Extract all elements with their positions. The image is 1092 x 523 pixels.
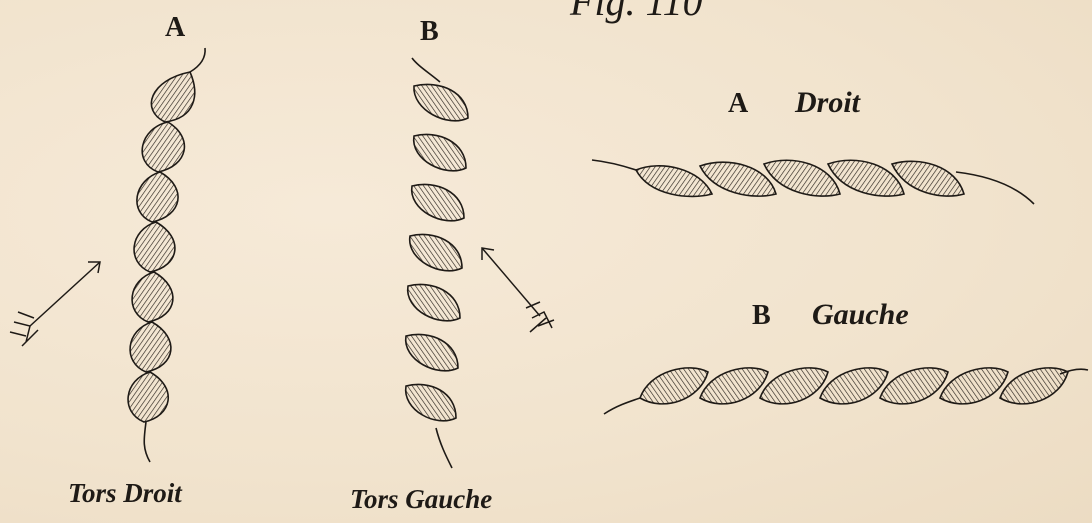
rope-b-horizontal xyxy=(604,368,1088,414)
horizontal-rope-b-letter: B xyxy=(752,302,771,330)
rope-b-vertical xyxy=(406,58,468,468)
arrow-a xyxy=(10,262,100,346)
horizontal-rope-a-letter: A xyxy=(728,90,748,118)
figure-number: Fig. 110 xyxy=(570,0,703,22)
caption-tors-droit: Tors Droit xyxy=(68,480,182,507)
vertical-rope-a-letter: A xyxy=(165,14,185,42)
arrow-b xyxy=(482,248,554,332)
caption-tors-gauche: Tors Gauche xyxy=(350,486,492,513)
horizontal-rope-a-label: Droit xyxy=(795,88,860,118)
rope-a-vertical xyxy=(128,48,205,462)
vertical-rope-b-letter: B xyxy=(420,18,439,46)
horizontal-rope-b-label: Gauche xyxy=(812,300,909,330)
rope-a-horizontal xyxy=(592,160,1034,204)
